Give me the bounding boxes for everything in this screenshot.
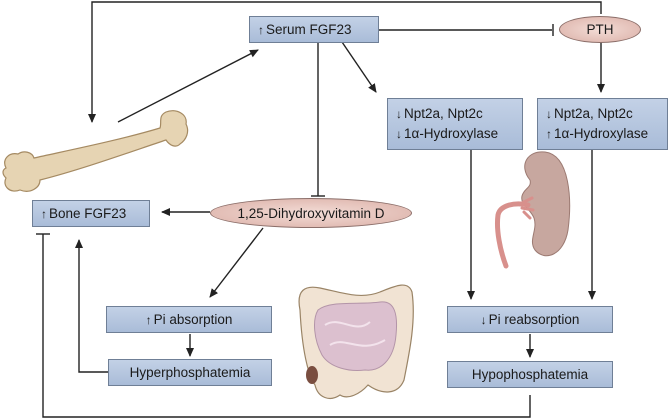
pi-reabsorption-box: ↓Pi reabsorption <box>447 306 613 333</box>
left-renal-line2: ↓1α-Hydroxylase <box>396 126 499 141</box>
vitd-to-pi-absorption-arrow <box>209 227 264 298</box>
pi-absorption-box: ↑Pi absorption <box>106 306 272 333</box>
down-arrow-icon: ↓ <box>396 107 402 121</box>
serum-to-renal-arrow <box>341 41 377 93</box>
pth-ellipse: PTH <box>559 16 641 43</box>
pth-to-bone-arrow <box>88 1 602 123</box>
intestine-illustration <box>298 284 414 399</box>
up-arrow-icon: ↑ <box>258 22 264 37</box>
bone-illustration <box>2 110 189 192</box>
right-renal-line1: ↓Npt2a, Npt2c <box>546 106 633 121</box>
right-renal-line2: ↑1α-Hydroxylase <box>546 126 649 141</box>
down-arrow-icon: ↓ <box>396 127 402 141</box>
hypophosphatemia-box: Hypophosphatemia <box>447 361 613 388</box>
up-arrow-icon: ↑ <box>41 206 47 221</box>
serum-fgf23-text: ↑Serum FGF23 <box>258 21 352 37</box>
vitamin-d-ellipse: 1,25-Dihydroxyvitamin D <box>210 198 412 228</box>
kidney-illustration <box>495 151 571 269</box>
up-arrow-icon: ↑ <box>546 127 552 141</box>
bone-to-serum-arrow <box>117 49 259 123</box>
left-renal-line1: ↓Npt2a, Npt2c <box>396 106 483 121</box>
down-arrow-icon: ↓ <box>546 107 552 121</box>
bone-fgf23-box: ↑Bone FGF23 <box>32 200 150 227</box>
up-arrow-icon: ↑ <box>145 312 152 327</box>
hyper-to-bone-fgf23-arrow <box>75 239 108 373</box>
pi-reabsorption-text: ↓Pi reabsorption <box>480 311 580 327</box>
down-arrow-icon: ↓ <box>480 312 487 327</box>
left-renal-box: ↓Npt2a, Npt2c ↓1α-Hydroxylase <box>387 98 523 150</box>
right-renal-box: ↓Npt2a, Npt2c ↑1α-Hydroxylase <box>537 98 668 150</box>
serum-fgf23-box: ↑Serum FGF23 <box>249 16 379 43</box>
hypo-inhibits-bone-fgf23 <box>42 234 531 418</box>
pi-absorption-text: ↑Pi absorption <box>145 311 233 327</box>
bone-fgf23-text: ↑Bone FGF23 <box>41 205 127 221</box>
hyperphosphatemia-box: Hyperphosphatemia <box>108 359 272 386</box>
